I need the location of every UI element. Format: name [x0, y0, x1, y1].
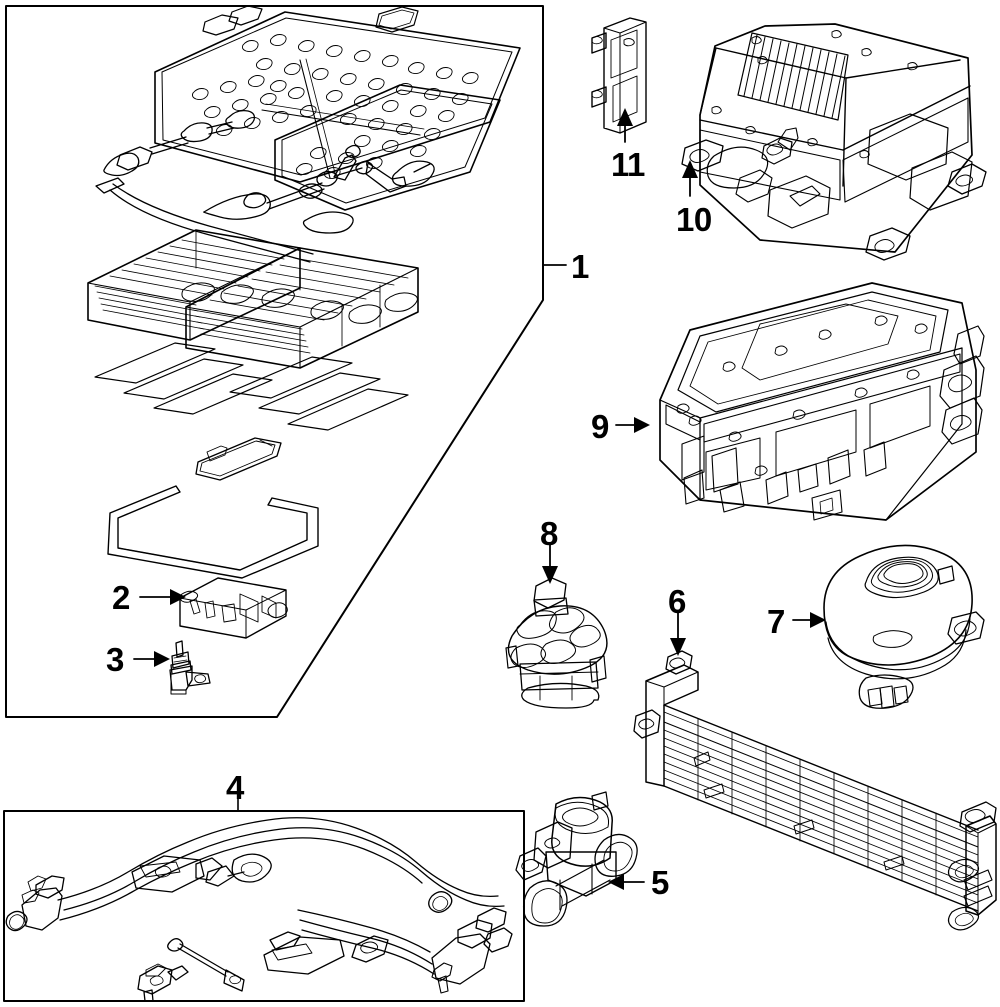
high-voltage-cable-assembly — [5, 817, 513, 994]
arrow-9 — [615, 417, 650, 433]
callout-label-11[interactable]: 11 — [611, 146, 645, 183]
arrow-6 — [670, 611, 686, 656]
arrow-2 — [139, 589, 186, 605]
cable-clamp — [137, 963, 189, 1002]
inverter-converter-assembly — [659, 282, 985, 521]
ground-strap — [167, 938, 245, 992]
arrow-3 — [133, 651, 170, 667]
callout-label-6[interactable]: 6 — [668, 583, 686, 620]
group-1-outline — [5, 5, 544, 718]
dc-dc-converter-unit — [681, 23, 987, 261]
callout-label-2[interactable]: 2 — [112, 579, 130, 616]
callout-label-9[interactable]: 9 — [591, 408, 609, 445]
callout-label-3[interactable]: 3 — [106, 641, 124, 678]
callout-label-4[interactable]: 4 — [226, 769, 244, 806]
callout-label-8[interactable]: 8 — [540, 515, 558, 552]
callout-label-7[interactable]: 7 — [767, 603, 785, 640]
battery-control-module — [179, 577, 288, 639]
arrow-10 — [682, 160, 698, 197]
cell-insulator-plates — [94, 342, 409, 431]
battery-cell-modules — [87, 229, 419, 369]
group-4-outline — [3, 810, 525, 1002]
electric-water-pump — [505, 577, 608, 709]
mounting-bracket — [591, 17, 647, 134]
service-plug-bar — [195, 437, 282, 481]
callout-label-1[interactable]: 1 — [571, 248, 589, 285]
inverter-cooler-radiator — [633, 650, 997, 931]
battery-wire-harness — [95, 109, 435, 263]
arrow-7 — [792, 612, 826, 628]
arrow-11 — [617, 108, 633, 143]
callout-label-10[interactable]: 10 — [676, 201, 712, 238]
coolant-reservoir-tank — [823, 544, 985, 709]
coolant-control-valve — [515, 791, 638, 927]
battery-temperature-sensor — [169, 640, 211, 695]
battery-upper-cover-panels — [154, 5, 521, 211]
arrow-8 — [542, 544, 558, 584]
callout-arrows — [133, 108, 826, 890]
battery-frame-bracket — [107, 485, 319, 579]
arrow-5 — [608, 874, 645, 890]
callout-label-5[interactable]: 5 — [651, 864, 669, 901]
